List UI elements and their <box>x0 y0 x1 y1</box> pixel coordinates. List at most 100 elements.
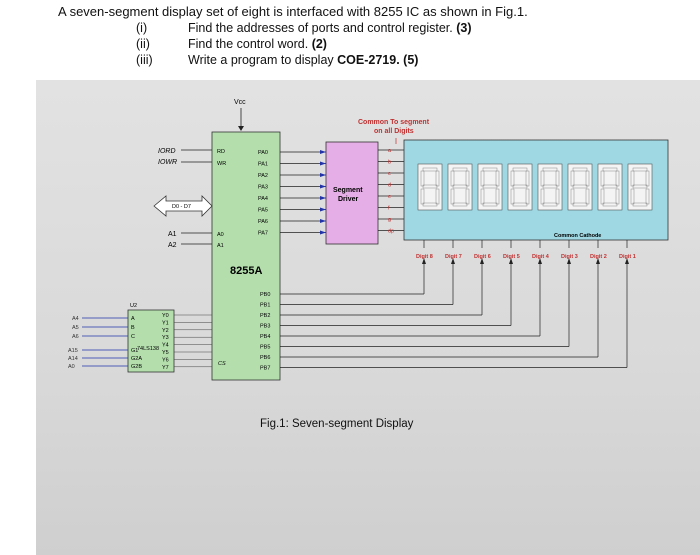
segment-outline <box>600 188 605 205</box>
segment-outline <box>420 188 425 205</box>
segment-outline <box>555 170 560 187</box>
decoder-input-pin: C <box>131 334 135 340</box>
rd-pin: RD <box>217 149 225 155</box>
segment-outline <box>512 202 528 207</box>
segment-outline <box>450 170 455 187</box>
port-a-pin: PA6 <box>258 219 268 225</box>
question-list: (i) Find the addresses of ports and cont… <box>58 20 688 68</box>
question-item: (iii) Write a program to display COE-271… <box>58 52 688 68</box>
segment-outline <box>422 202 438 207</box>
segment-letter: dp <box>388 229 394 235</box>
segment-outline <box>602 167 618 172</box>
segment-outline <box>630 170 635 187</box>
segment-outline <box>512 167 528 172</box>
data-bus-label: D0 - D7 <box>172 204 191 210</box>
segment-outline <box>420 170 425 187</box>
seven-segment-digit <box>567 163 593 211</box>
vcc-label: Vcc <box>234 99 246 106</box>
digit-label: Digit 4 <box>532 254 550 260</box>
question-text: Find the addresses of ports and control … <box>188 21 472 35</box>
schematic-svg: 8255A Vcc IORD IOWR RD WR D0 - D7 A1 A2 … <box>68 99 669 381</box>
port-a-arrow <box>320 207 326 212</box>
driver-label-line1: Segment <box>333 187 363 194</box>
port-a-arrow <box>320 230 326 235</box>
decoder-ref: U2 <box>130 303 137 309</box>
segment-outline <box>540 188 545 205</box>
port-b-arrow <box>625 258 629 264</box>
decoder-output-pin: Y4 <box>162 343 169 349</box>
segment-letter: c <box>388 171 391 177</box>
question-text: Find the control word. (2) <box>188 37 327 51</box>
decoder-enable-pin: G1 <box>131 348 138 354</box>
digit-frame <box>477 163 503 211</box>
decoder-input-pin: A <box>131 316 135 322</box>
decoder-addr-in: A5 <box>72 325 79 331</box>
segment-outline <box>435 188 440 205</box>
decoder-output-pin: Y2 <box>162 328 169 334</box>
decoder-body <box>127 309 175 373</box>
port-b-pin: PB6 <box>260 355 270 361</box>
segment-outline <box>572 202 588 207</box>
port-b-pin: PB0 <box>260 292 270 298</box>
port-a-pin: PA5 <box>258 208 268 214</box>
port-a-arrow <box>320 196 326 200</box>
port-a-pin: PA1 <box>258 162 268 168</box>
segment-outline <box>452 184 468 189</box>
chip-8255-body <box>211 131 281 381</box>
port-a-arrow <box>320 184 326 189</box>
common-segment-line2: on all Digits <box>374 128 414 135</box>
port-b-arrow <box>480 258 484 264</box>
segment-outline <box>495 170 500 187</box>
driver-label-line2: Driver <box>338 196 359 203</box>
port-b-arrow <box>451 258 455 264</box>
decoder-output-pin: Y0 <box>162 313 169 319</box>
addr-a2-label: A2 <box>168 242 177 249</box>
question-number: (i) <box>136 21 148 35</box>
segment-driver-box <box>325 141 379 245</box>
port-b-pin: PB5 <box>260 345 270 351</box>
segment-outline <box>482 184 498 189</box>
segment-outline <box>632 167 648 172</box>
problem-stem: A seven-segment display set of eight is … <box>58 4 528 19</box>
cs-pin: CS <box>218 361 226 367</box>
segment-outline <box>602 184 618 189</box>
seven-segment-digit <box>537 163 563 211</box>
segment-outline <box>632 202 648 207</box>
common-segment-line1: Common To segment <box>358 119 430 126</box>
digit-frame <box>537 163 563 211</box>
segment-outline <box>542 184 558 189</box>
segment-letter: b <box>388 160 391 166</box>
segment-outline <box>495 188 500 205</box>
seven-segment-digit <box>627 163 653 211</box>
addr-a1-label: A1 <box>168 231 177 238</box>
segment-letter: f <box>388 206 390 212</box>
segment-outline <box>435 170 440 187</box>
segment-outline <box>632 184 648 189</box>
question-text: Write a program to display COE-2719. (5) <box>188 53 419 67</box>
segment-outline <box>422 184 438 189</box>
seven-segment-digit <box>507 163 533 211</box>
segment-letter: e <box>388 194 391 200</box>
decoder-output-pin: Y3 <box>162 335 169 341</box>
segment-outline <box>525 188 530 205</box>
port-b-pin: PB3 <box>260 324 270 330</box>
segment-outline <box>555 188 560 205</box>
vcc-arrow <box>238 126 244 131</box>
segment-outline <box>510 188 515 205</box>
common-cathode-label: Common Cathode <box>554 233 601 239</box>
circuit-figure: 8255A Vcc IORD IOWR RD WR D0 - D7 A1 A2 … <box>36 80 700 555</box>
decoder-addr-in: A6 <box>72 334 79 340</box>
segment-outline <box>465 170 470 187</box>
chip-a0-pin: A0 <box>217 232 224 238</box>
segment-outline <box>572 167 588 172</box>
segment-outline <box>630 188 635 205</box>
segment-outline <box>570 188 575 205</box>
segment-letter: d <box>388 183 391 189</box>
segment-outline <box>482 167 498 172</box>
port-b-arrow <box>567 258 571 264</box>
digit-frame <box>417 163 443 211</box>
digit-frame <box>447 163 473 211</box>
